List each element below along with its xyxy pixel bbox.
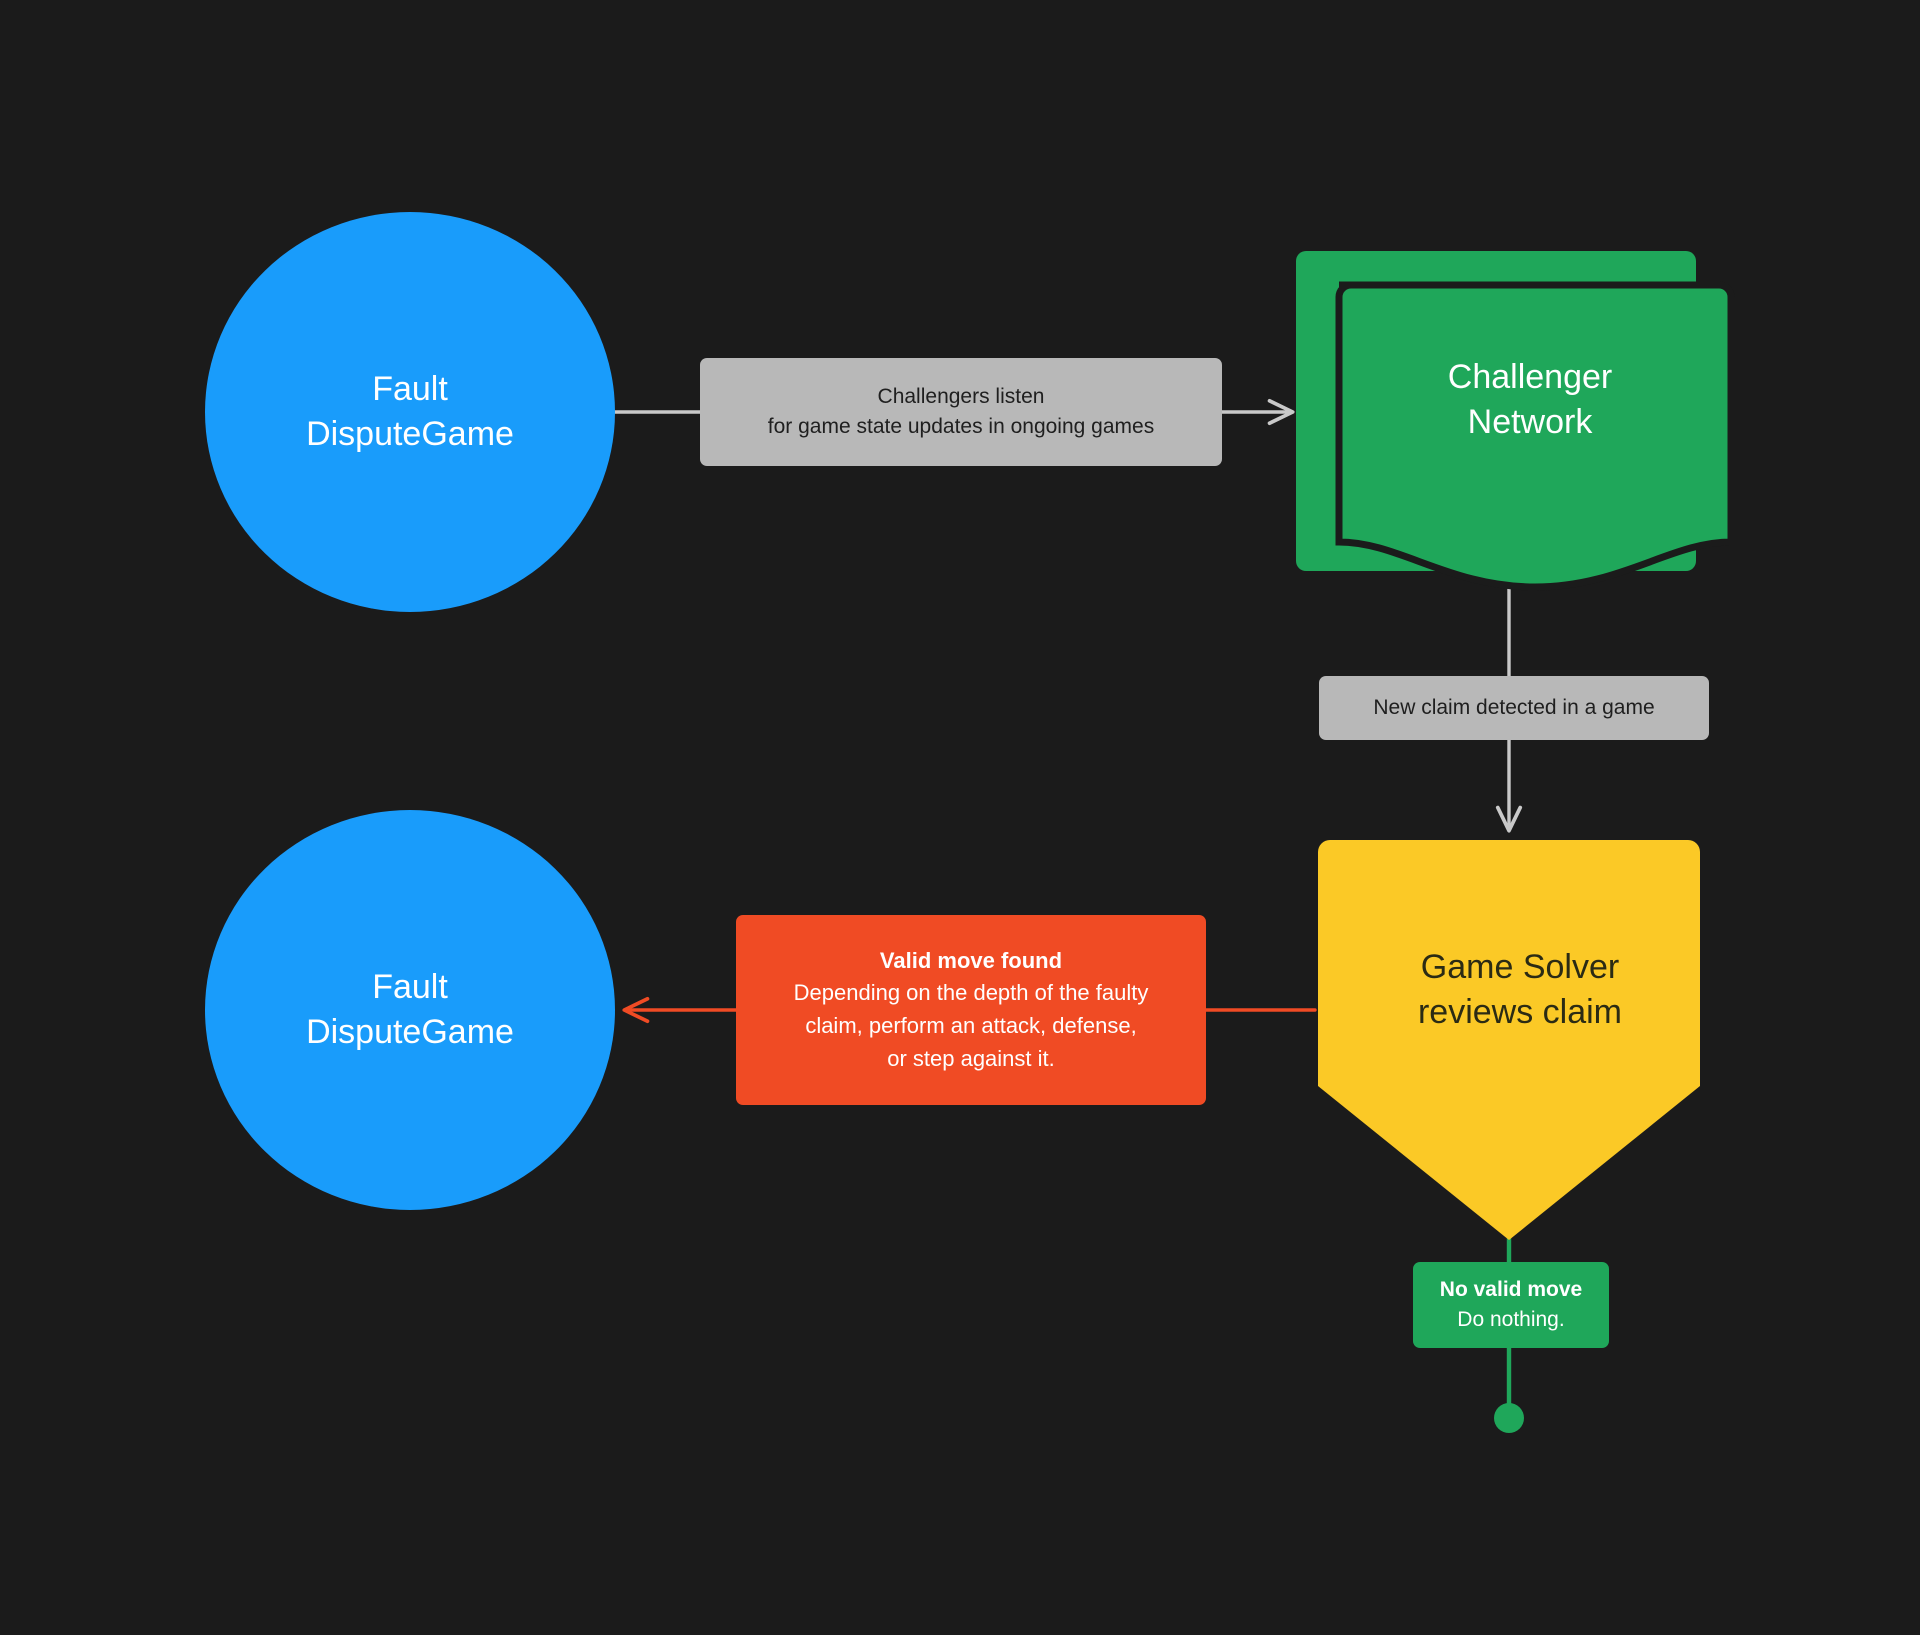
edge-label-line: or step against it.	[887, 1045, 1055, 1071]
edge-label-line: Valid move found	[879, 947, 1063, 973]
edge-label-line: for game state updates in ongoing games	[767, 415, 1155, 438]
valid-move-edge-label: Valid move found Depending on the depth …	[736, 915, 1206, 1105]
edge-label-line: Challengers listen	[877, 384, 1045, 408]
node-fault-dispute-game-bottom[interactable]	[205, 810, 615, 1210]
edge-label-line: Depending on the depth of the faulty	[793, 980, 1149, 1006]
node-game-solver[interactable]	[1318, 840, 1700, 1240]
listen-edge-label: Challengers listen for game state update…	[700, 358, 1222, 466]
edge-label-line: No valid move	[1439, 1278, 1583, 1302]
edge-label-line: Do nothing.	[1457, 1308, 1565, 1331]
node-challenger-network[interactable]	[1296, 251, 1735, 591]
new-claim-edge-label: New claim detected in a game	[1319, 676, 1709, 740]
node-terminator-dot	[1494, 1403, 1524, 1433]
edge-label-line: claim, perform an attack, defense,	[805, 1013, 1137, 1038]
edge-label-line: New claim detected in a game	[1373, 695, 1655, 719]
node-fault-dispute-game-top[interactable]	[205, 212, 615, 612]
no-valid-move-edge-label: No valid move Do nothing.	[1413, 1262, 1609, 1348]
